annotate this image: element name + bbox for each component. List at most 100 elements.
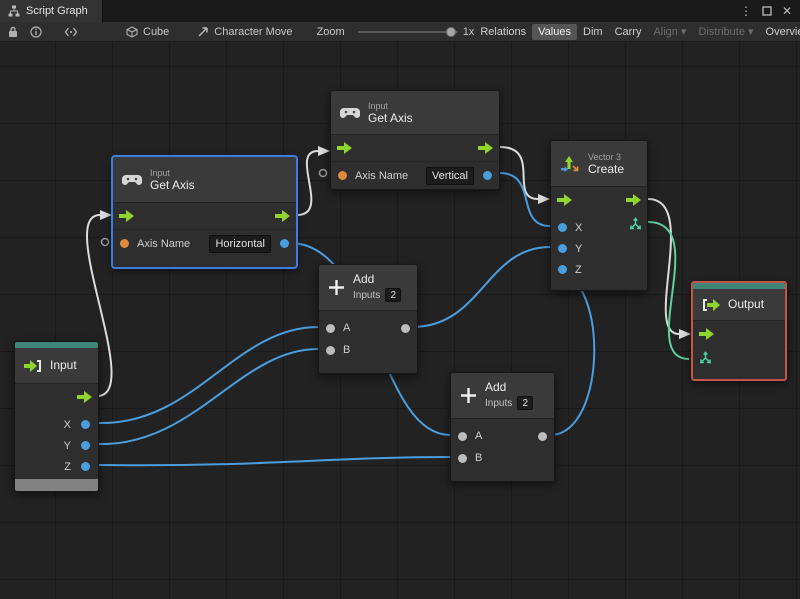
control-input-port-icon[interactable]	[337, 142, 352, 154]
vector3-input-port-icon[interactable]	[699, 351, 712, 367]
zoom-slider[interactable]	[357, 26, 458, 37]
tab-title: Script Graph	[26, 5, 88, 17]
breadcrumb-graph[interactable]: Character Move	[197, 26, 293, 38]
breadcrumb-machine[interactable]: Cube	[126, 26, 169, 38]
overview-button[interactable]: Overview	[765, 25, 800, 38]
port-label: Axis Name	[355, 169, 409, 182]
control-output-port-icon[interactable]	[478, 142, 493, 154]
relations-button[interactable]: Relations	[480, 25, 527, 38]
dim-button[interactable]: Dim	[583, 25, 603, 38]
value-output-port[interactable]	[483, 171, 492, 180]
graph-asset-icon	[197, 26, 209, 38]
node-title: Add	[485, 380, 507, 394]
node-header[interactable]: Input Get Axis	[113, 157, 296, 203]
vector3-output-port-icon[interactable]	[629, 217, 642, 233]
info-icon[interactable]	[30, 25, 42, 38]
node-add-top[interactable]: Add Inputs 2 A B	[318, 264, 418, 374]
y-output-port[interactable]	[81, 441, 90, 450]
inputs-count-field[interactable]: 2	[385, 288, 402, 302]
fit-to-window-icon[interactable]	[64, 26, 78, 38]
node-get-axis-vertical[interactable]: Input Get Axis Axis Name Vertical	[330, 90, 500, 190]
input-b-port[interactable]	[458, 453, 467, 463]
node-add-bottom[interactable]: Add Inputs 2 A B	[450, 372, 555, 482]
port-label: X	[575, 221, 583, 234]
node-header[interactable]: Input	[15, 348, 98, 384]
close-icon[interactable]: ✕	[781, 4, 792, 18]
port-label: Y	[63, 439, 71, 452]
port-label: B	[475, 452, 483, 464]
script-graph-icon	[8, 5, 20, 17]
axis-name-input-port[interactable]	[338, 171, 347, 180]
node-header[interactable]: Vector 3 Create	[551, 141, 647, 187]
node-get-axis-horizontal[interactable]: Input Get Axis Axis Name Horizontal	[112, 156, 297, 268]
inputs-label: Inputs	[485, 397, 513, 409]
axis-name-field[interactable]: Horizontal	[209, 234, 271, 253]
port-label: Z	[575, 263, 582, 276]
node-header[interactable]: Output	[693, 289, 785, 321]
node-title: Output	[728, 297, 765, 311]
node-graph-input[interactable]: Input X Y Z	[14, 341, 99, 492]
node-kind-label: Input	[368, 100, 389, 111]
control-input-port-icon[interactable]	[557, 194, 572, 206]
node-title: Add	[353, 272, 375, 286]
sum-output-port[interactable]	[401, 323, 410, 333]
port-label: B	[343, 344, 351, 356]
kebab-menu-icon[interactable]: ⋮	[739, 4, 752, 18]
carry-button[interactable]: Carry	[614, 25, 642, 38]
port-label: Z	[64, 460, 71, 473]
breadcrumb-machine-label: Cube	[143, 25, 170, 38]
maximize-icon[interactable]	[762, 6, 772, 16]
port-label: A	[475, 430, 483, 442]
input-b-port[interactable]	[326, 345, 335, 355]
node-title: Get Axis	[368, 110, 413, 125]
x-input-port[interactable]	[558, 223, 567, 232]
tab-bar-spacer	[103, 0, 740, 22]
zoom-slider-handle[interactable]	[445, 26, 456, 37]
node-header[interactable]: Input Get Axis	[331, 91, 499, 135]
zoom-value: 1x	[462, 25, 475, 38]
zoom-control: Zoom 1x	[317, 26, 475, 38]
node-title: Input	[50, 358, 77, 372]
z-input-port[interactable]	[558, 265, 567, 274]
lock-icon[interactable]	[8, 26, 18, 38]
node-accent-strip	[15, 342, 98, 348]
graph-output-icon	[702, 298, 720, 312]
axis-name-field[interactable]: Vertical	[425, 166, 474, 185]
align-dropdown[interactable]: Align ▾	[653, 26, 687, 38]
graph-toolbar: Cube Character Move Zoom 1x Relations Va…	[0, 22, 800, 42]
value-output-port[interactable]	[280, 239, 289, 248]
distribute-dropdown[interactable]: Distribute ▾	[698, 26, 754, 38]
control-input-port-icon[interactable]	[699, 328, 714, 343]
node-kind-label: Vector 3	[588, 151, 622, 162]
sum-output-port[interactable]	[538, 431, 547, 441]
port-label: A	[343, 322, 351, 334]
port-label: Y	[575, 242, 583, 255]
node-accent-strip	[693, 283, 785, 289]
values-button[interactable]: Values	[532, 23, 577, 40]
control-output-port-icon[interactable]	[77, 391, 92, 406]
node-header[interactable]: Add Inputs 2	[451, 373, 554, 419]
node-title: Create	[588, 161, 625, 176]
add-icon	[460, 387, 477, 404]
control-output-port-icon[interactable]	[626, 194, 641, 206]
x-output-port[interactable]	[81, 420, 90, 429]
node-header[interactable]: Add Inputs 2	[319, 265, 417, 311]
z-output-port[interactable]	[81, 462, 90, 471]
node-graph-output[interactable]: Output	[691, 281, 787, 381]
node-vector3-create[interactable]: Vector 3 Create X Y Z	[550, 140, 648, 291]
node-kind-label: Input	[150, 167, 171, 178]
tab-bar: Script Graph ⋮ ✕	[0, 0, 800, 22]
axis-name-input-port[interactable]	[120, 239, 129, 248]
tab-script-graph[interactable]: Script Graph	[0, 0, 103, 22]
input-a-port[interactable]	[458, 431, 467, 441]
input-a-port[interactable]	[326, 323, 335, 333]
port-label: Axis Name	[137, 237, 191, 250]
inputs-count-field[interactable]: 2	[517, 396, 534, 410]
control-output-port-icon[interactable]	[275, 210, 290, 222]
node-title: Get Axis	[150, 177, 195, 192]
control-input-port-icon[interactable]	[119, 210, 134, 222]
inputs-label: Inputs	[353, 289, 381, 301]
port-label: X	[63, 418, 71, 431]
y-input-port[interactable]	[558, 244, 567, 253]
node-footer	[15, 479, 98, 491]
